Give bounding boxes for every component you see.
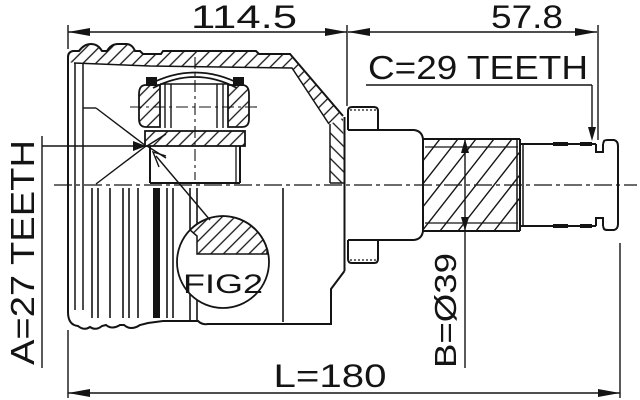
dimension-labels: 114.5 57.8 C=29 TEETH A=27 TEETH B=Ø39 L… (4, 0, 588, 394)
snap-ring-groove-bottom (595, 217, 604, 226)
needle-roller-left (138, 84, 161, 128)
boot-groove-lines (91, 188, 284, 322)
spline-c-label: C=29 TEETH (368, 49, 588, 86)
seal-block-left (146, 77, 157, 86)
spline-c-leader (366, 84, 596, 141)
dimensions (41, 25, 621, 398)
housing-body (67, 42, 346, 330)
diameter-b-dimension (461, 139, 469, 368)
seal-block-right (233, 77, 244, 86)
dim-114-5-label: 114.5 (191, 0, 297, 35)
dim-57-8-label: 57.8 (491, 0, 563, 35)
housing-top-profile (67, 42, 344, 117)
housing-right-wall-hatch (330, 118, 344, 183)
fig2-leader-arrow (151, 150, 167, 168)
inner-race (144, 130, 246, 184)
housing-top-inner-line (73, 62, 330, 125)
length-l180-label: L=180 (274, 358, 387, 394)
spline-a-leader (41, 136, 146, 368)
housing-top-wall-hatch (68, 44, 343, 124)
clamp-band-bottom (347, 240, 379, 264)
roller-dome-outer (147, 71, 243, 86)
diameter-b-label: B=Ø39 (428, 253, 463, 368)
fig2-leader-line (155, 155, 211, 221)
stub-shaft (347, 106, 619, 264)
housing-bottom-profile (67, 270, 346, 330)
tripod-bearing (138, 71, 250, 184)
detail-hatch-region (188, 215, 268, 255)
dimension-114-5 (68, 28, 347, 36)
snap-ring-groove-top (595, 144, 604, 153)
fig2-label: FIG2 (183, 269, 263, 299)
clamp-band-top (347, 106, 379, 130)
inner-race-hatch-band (144, 130, 246, 147)
needle-roller-right (227, 84, 250, 128)
dimension-57-8 (348, 28, 597, 36)
detail-circle-fig2: FIG2 (151, 150, 270, 309)
dimension-l180 (67, 243, 621, 398)
spline-a-label: A=27 TEETH (4, 140, 41, 365)
